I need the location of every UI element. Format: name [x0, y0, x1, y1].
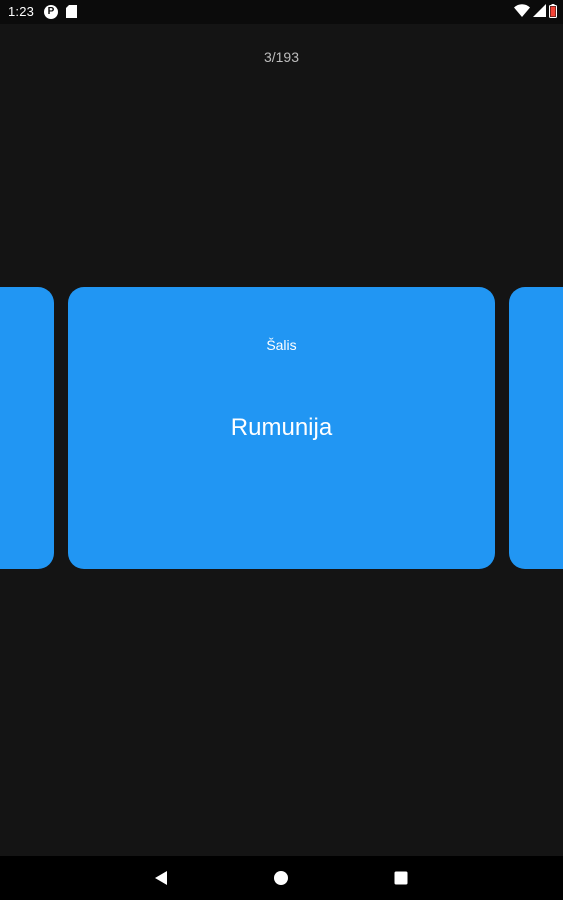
- recents-icon: [394, 871, 408, 885]
- recents-button[interactable]: [391, 868, 411, 888]
- wifi-icon: [514, 4, 530, 20]
- previous-card[interactable]: [0, 287, 54, 569]
- next-card[interactable]: [509, 287, 563, 569]
- home-icon: [274, 871, 288, 885]
- cell-signal-icon: [533, 4, 546, 20]
- back-button[interactable]: [151, 868, 171, 888]
- card-counter: 3/193: [263, 49, 300, 65]
- battery-low-icon: [549, 3, 557, 21]
- current-card[interactable]: Šalis Rumunija: [68, 287, 495, 569]
- p-notification-icon: P: [44, 5, 58, 19]
- home-button[interactable]: [271, 868, 291, 888]
- card-category-label: Šalis: [266, 337, 297, 353]
- card-term: Rumunija: [230, 414, 333, 441]
- status-right-icons: [514, 3, 557, 21]
- sd-card-icon: [66, 5, 77, 18]
- status-time: 1:23: [8, 4, 35, 19]
- back-icon: [155, 871, 167, 885]
- status-bar: 1:23 P: [0, 0, 563, 24]
- system-navigation-bar: [0, 856, 563, 900]
